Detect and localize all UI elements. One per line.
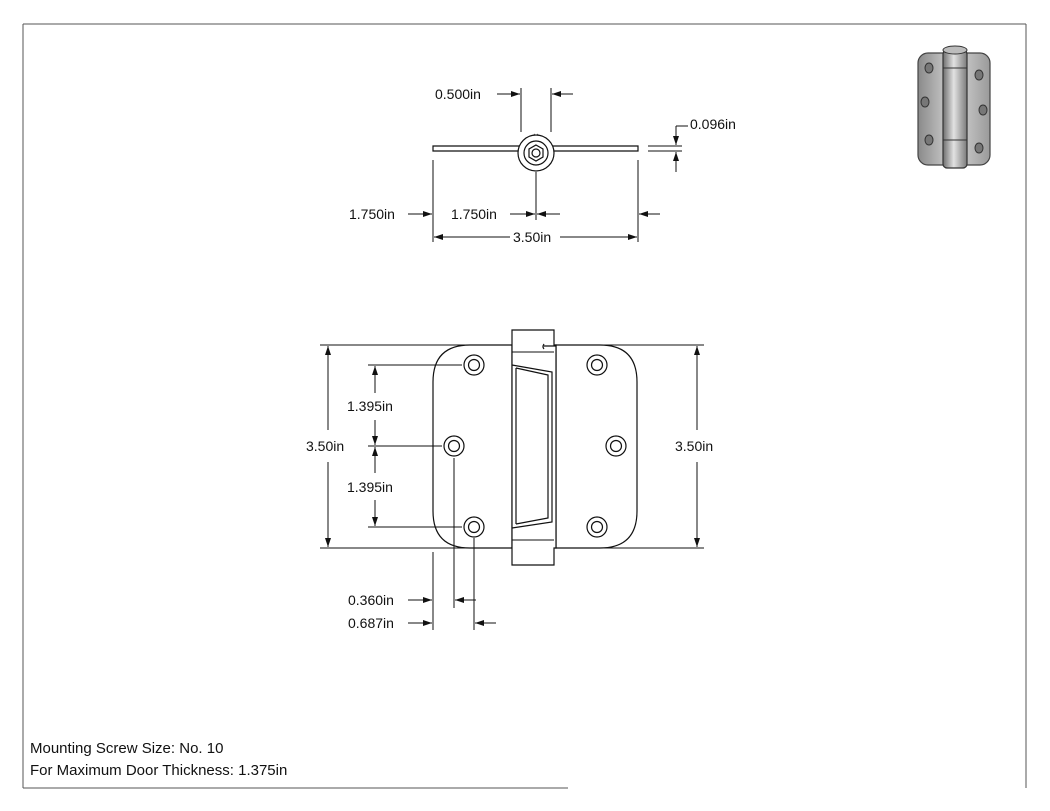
hinge-thumbnail-image [917, 45, 991, 169]
top-view [432, 133, 639, 172]
dim-height-right: 3.50in [675, 438, 713, 454]
dim-height-left: 3.50in [306, 438, 344, 454]
drawing-notes: Mounting Screw Size: No. 10 For Maximum … [30, 738, 287, 782]
dim-overall-width: 3.50in [513, 229, 551, 245]
dim-leaf-thickness: 0.096in [690, 116, 736, 132]
barrel [511, 329, 557, 566]
dim-hole-spacing-upper: 1.395in [347, 398, 393, 414]
note-door-thickness: For Maximum Door Thickness: 1.375in [30, 762, 288, 779]
dim-hole-spacing-lower: 1.395in [347, 479, 393, 495]
note-screw-size: Mounting Screw Size: No. 10 [30, 740, 224, 757]
front-right-leaf [555, 344, 638, 549]
dim-pin-width: 0.500in [435, 86, 481, 102]
front-view [432, 329, 638, 566]
front-view-dimensions [320, 344, 704, 630]
dim-right-leaf-width: 1.750in [451, 206, 497, 222]
dim-left-leaf-width: 1.750in [349, 206, 395, 222]
dim-hole-offset-inner: 0.360in [348, 592, 394, 608]
dim-hole-offset-outer: 0.687in [348, 615, 394, 631]
top-view-dimensions [408, 88, 688, 242]
drawing-border [22, 23, 1027, 789]
